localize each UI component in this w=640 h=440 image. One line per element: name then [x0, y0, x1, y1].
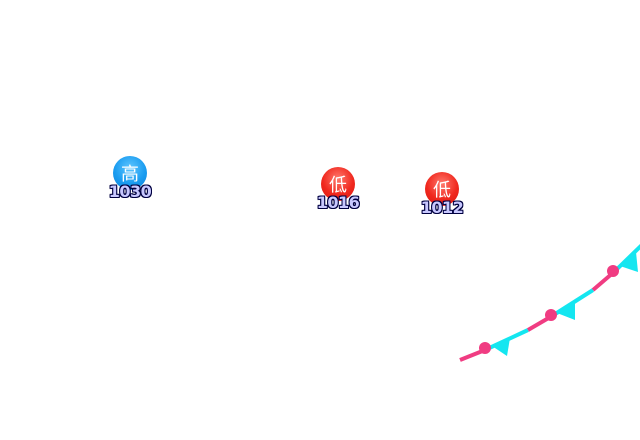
low-pressure-center: 低 1016	[308, 167, 368, 223]
warm-front-semicircle-icon	[607, 265, 619, 277]
pressure-value: 1016	[316, 193, 360, 212]
cold-front-triangle-icon	[620, 252, 638, 272]
low-pressure-icon: 低	[425, 172, 459, 206]
cold-front-triangle-icon	[557, 302, 575, 320]
warm-front-semicircle-icon	[545, 309, 557, 321]
low-pressure-center: 低 1012	[412, 172, 472, 228]
cold-front-triangle-icon	[492, 338, 510, 356]
pressure-value: 1030	[108, 182, 152, 201]
high-pressure-icon: 高	[113, 156, 147, 190]
low-pressure-icon: 低	[321, 167, 355, 201]
high-pressure-center: 高 1030	[100, 156, 160, 212]
pressure-value: 1012	[420, 198, 464, 217]
warm-front-semicircle-icon	[479, 342, 491, 354]
front-cold-segment	[550, 288, 595, 318]
